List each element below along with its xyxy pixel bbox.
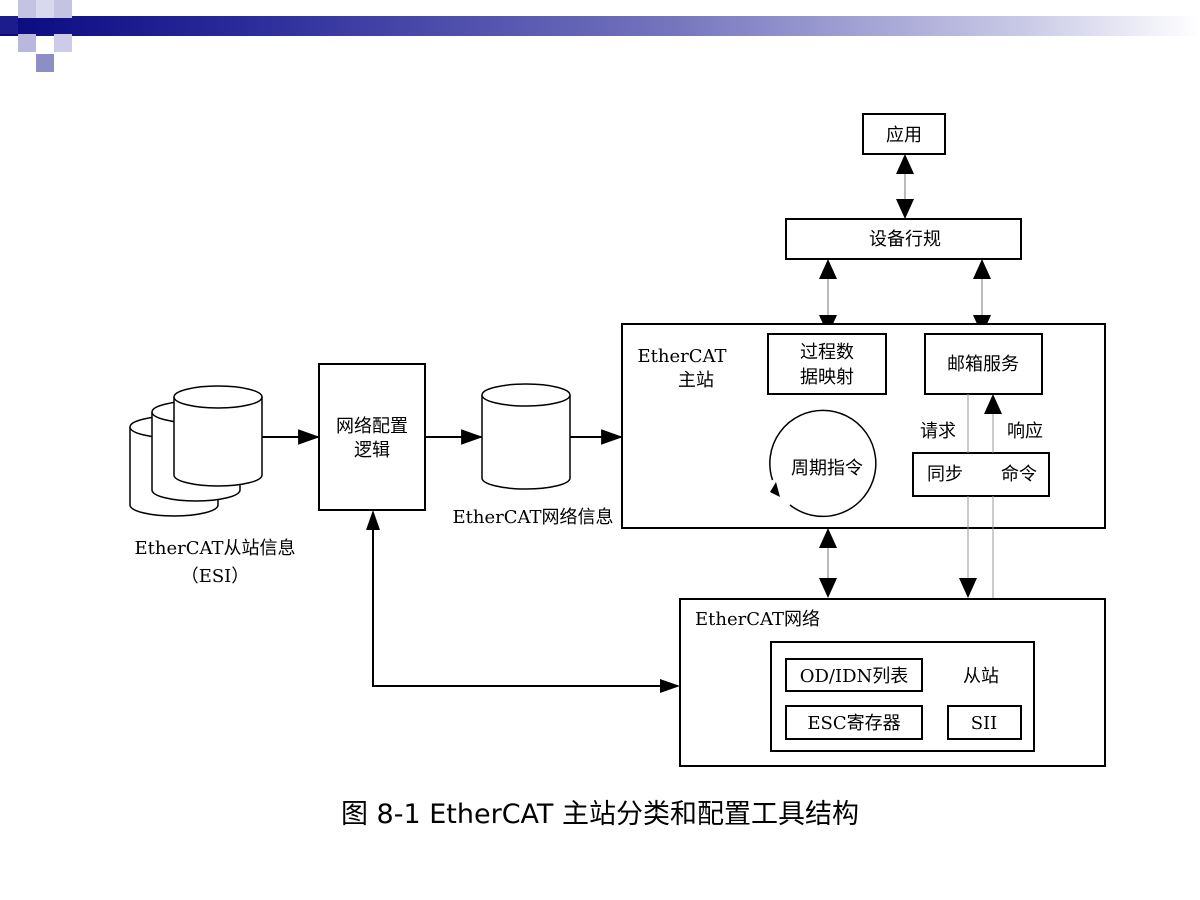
- request-label: 请求: [920, 421, 956, 442]
- cyclic-command-label: 周期指令: [791, 458, 863, 479]
- figure-caption: 图 8-1 EtherCAT 主站分类和配置工具结构: [340, 799, 860, 830]
- header-square-light: [18, 34, 36, 52]
- header-square-light: [36, 0, 54, 18]
- esc-registers-box: [785, 705, 923, 740]
- esi-label-line1: EtherCAT从站信息: [134, 538, 295, 559]
- network-info-database: [481, 383, 571, 490]
- mailbox-service-box: [924, 333, 1043, 395]
- arrow-right-head: [660, 679, 680, 693]
- pdo-mapping-line2: 据映射: [800, 367, 854, 388]
- mailbox-service-label: 邮箱服务: [947, 354, 1019, 375]
- device-profile-box: [785, 218, 1022, 260]
- header-gradient-bar: [0, 16, 1200, 36]
- esi-database-stack: [129, 385, 263, 517]
- network-config-box: [318, 363, 426, 511]
- slave-label: 从站: [963, 666, 999, 687]
- od-list-box: [785, 658, 923, 692]
- sync-command-box: [912, 452, 1050, 497]
- pdo-mapping-line1: 过程数: [800, 342, 854, 363]
- esc-registers-label: ESC寄存器: [807, 713, 900, 734]
- arrow-up-head: [973, 259, 991, 279]
- header-square-light: [54, 34, 72, 52]
- cyclic-circle: [769, 409, 877, 518]
- master-title-line2: 主站: [678, 370, 714, 391]
- arrow-up-head: [896, 154, 914, 174]
- header-square-light: [18, 0, 36, 18]
- command-label: 命令: [1001, 464, 1037, 485]
- network-info-label: EtherCAT网络信息: [452, 507, 613, 528]
- application-box: [862, 113, 946, 155]
- master-title-line1: EtherCAT: [637, 346, 726, 367]
- response-arrow-head: [984, 394, 1002, 414]
- arrow-down-head: [819, 578, 837, 598]
- sync-label: 同步: [927, 464, 963, 485]
- arrow-down-head: [896, 199, 914, 219]
- header-square-light: [54, 0, 72, 18]
- pdo-mapping-box: [767, 333, 887, 395]
- ethercat-network-title: EtherCAT网络: [695, 609, 820, 630]
- sii-label: SII: [971, 713, 998, 734]
- request-arrow-head: [959, 578, 977, 598]
- device-profile-label: 设备行规: [869, 229, 941, 250]
- arrow-up-head: [819, 528, 837, 548]
- application-label: 应用: [886, 125, 922, 146]
- network-config-line2: 逻辑: [354, 440, 390, 461]
- cyclic-arrow-head: [770, 482, 780, 497]
- od-list-label: OD/IDN列表: [800, 666, 909, 687]
- header-square-dark: [0, 16, 18, 34]
- arrow-up-head: [366, 510, 380, 530]
- esi-label-line2: （ESI）: [181, 566, 250, 587]
- ethercat-architecture-diagram: 应用 设备行规 EtherCAT 主站 过程数 据映射 邮箱服务 请求 响应 同: [129, 113, 1106, 767]
- sii-box: [947, 705, 1022, 740]
- arrow-up-head: [819, 259, 837, 279]
- header-square-mid: [36, 54, 54, 72]
- network-config-line1: 网络配置: [336, 416, 408, 437]
- response-label: 响应: [1007, 421, 1043, 442]
- config-network-link: [372, 530, 660, 687]
